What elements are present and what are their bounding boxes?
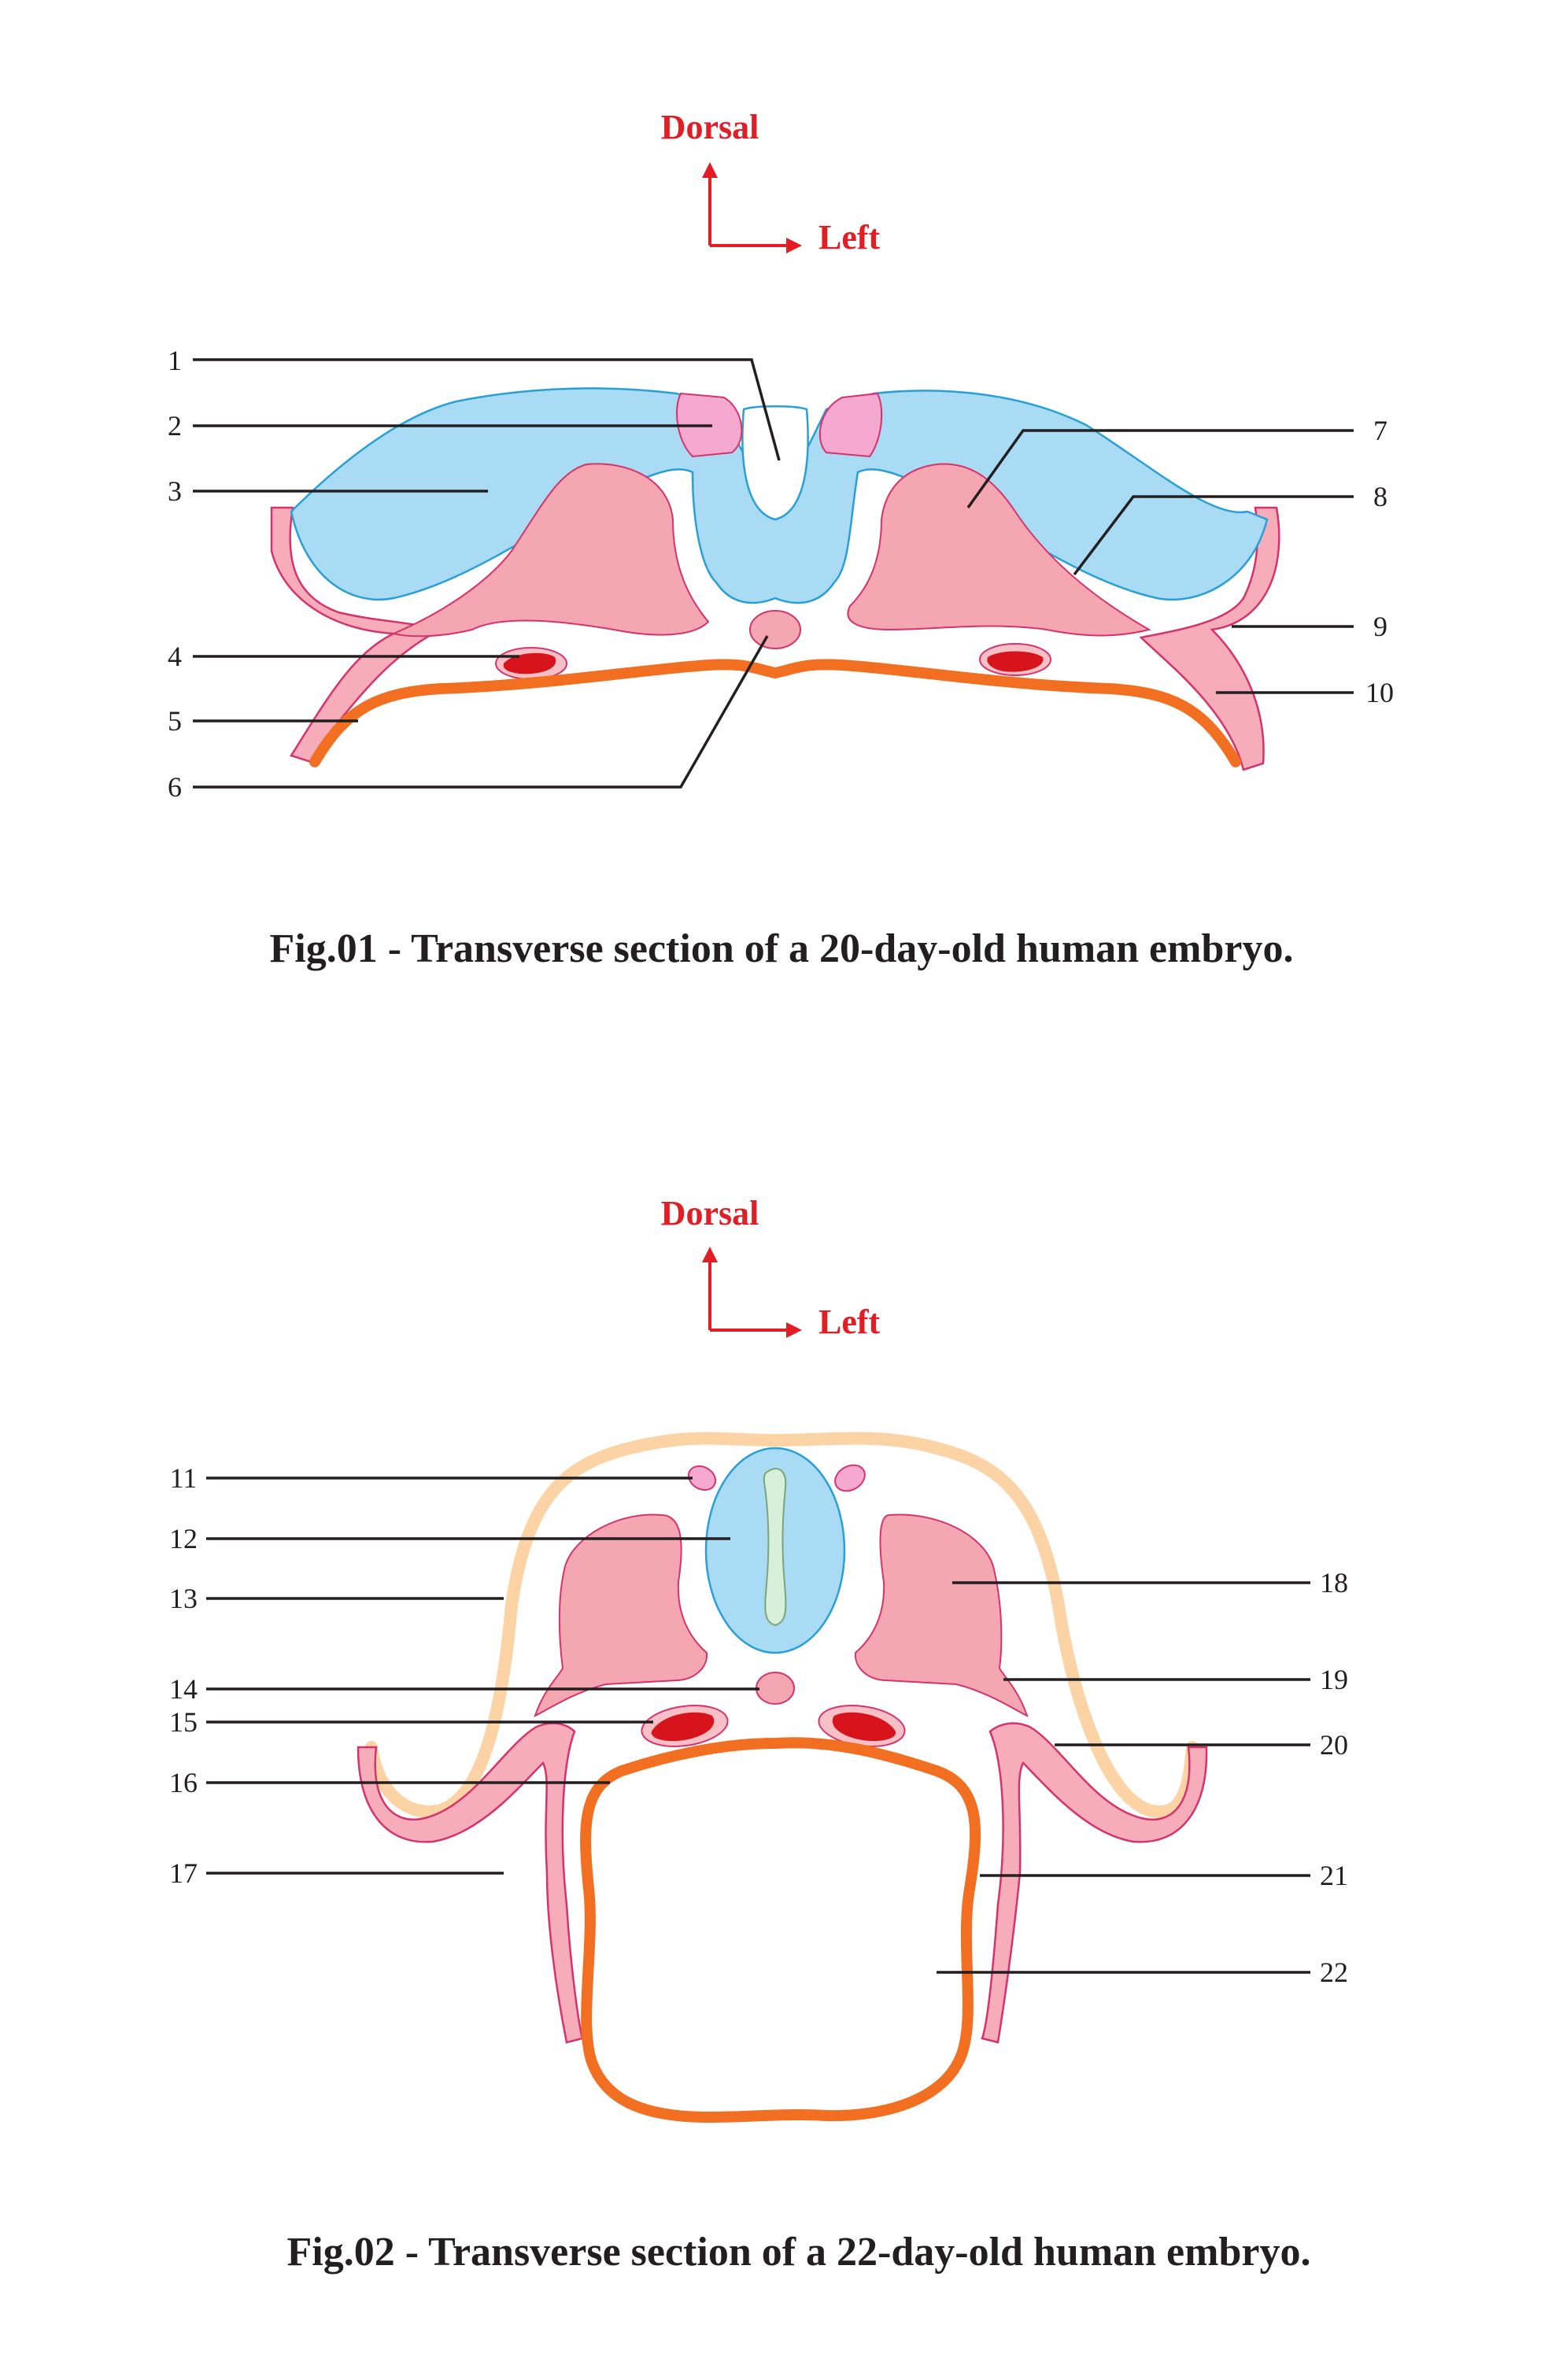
- figure-2: Dorsal Left: [169, 1194, 1348, 2275]
- label-15: 15: [169, 1706, 198, 1738]
- paraxial-mesoderm-left: [390, 463, 710, 638]
- label-20: 20: [1320, 1729, 1348, 1761]
- endoderm-fig2: [580, 1737, 981, 2123]
- dorsal-label: Dorsal: [661, 108, 759, 146]
- label-17: 17: [169, 1857, 198, 1889]
- label-16: 16: [169, 1767, 198, 1798]
- neural-crest-right: [818, 392, 883, 458]
- neural-canal: [763, 1468, 787, 1627]
- left-label: Left: [818, 218, 881, 257]
- caption-fig2: Fig.02 - Transverse section of a 22-day-…: [287, 2230, 1311, 2275]
- label-11: 11: [170, 1462, 198, 1494]
- label-9: 9: [1373, 611, 1387, 642]
- label-13: 13: [169, 1583, 198, 1614]
- dorsal-label: Dorsal: [661, 1194, 759, 1232]
- somite-left: [534, 1513, 708, 1717]
- label-12: 12: [169, 1523, 198, 1554]
- notochord: [749, 610, 801, 649]
- dorsal-aorta-right: [979, 643, 1051, 676]
- label-5: 5: [168, 705, 182, 737]
- surface-ectoderm-fig2: [365, 1432, 1199, 1818]
- label-18: 18: [1320, 1567, 1348, 1598]
- paraxial-mesoderm-right: [847, 463, 1151, 637]
- label-14: 14: [169, 1673, 198, 1705]
- label-8: 8: [1373, 481, 1387, 512]
- surface-ectoderm-right: [1139, 506, 1280, 771]
- label-3: 3: [168, 475, 182, 507]
- left-label: Left: [818, 1303, 881, 1341]
- label-4: 4: [168, 641, 182, 672]
- dorsal-aorta-right-fig2: [818, 1705, 906, 1747]
- lateral-plate-mesoderm-left: [357, 1722, 584, 2044]
- neural-groove: [741, 405, 809, 521]
- label-6: 6: [168, 771, 182, 803]
- label-19: 19: [1320, 1664, 1348, 1695]
- endoderm-fig1: [309, 659, 1241, 767]
- label-2: 2: [168, 410, 182, 442]
- label-10: 10: [1365, 677, 1394, 708]
- neural-crest-left-fig2: [687, 1465, 717, 1491]
- leader-lines-fig2: [206, 1476, 1310, 1974]
- number-labels-fig2: 11 12 13 14 15 16 17 18 19 20 21 22: [169, 1462, 1348, 1988]
- caption-fig1: Fig.01 - Transverse section of a 20-day-…: [270, 926, 1294, 971]
- neural-crest-right-fig2: [834, 1464, 866, 1492]
- label-22: 22: [1320, 1957, 1348, 1988]
- label-7: 7: [1373, 415, 1387, 446]
- lateral-plate-mesoderm-right: [981, 1722, 1208, 2044]
- leader-lines-fig1: [193, 358, 1354, 789]
- orientation-indicator-fig1: Dorsal Left: [661, 108, 881, 257]
- dorsal-aorta-left-fig2: [641, 1705, 729, 1747]
- number-labels-fig1: 1 2 3 4 5 6 7 8 9 10: [168, 345, 1394, 803]
- figure-1: Dorsal Left: [168, 108, 1394, 971]
- notochord-fig2: [756, 1672, 795, 1705]
- orientation-indicator-fig2: Dorsal Left: [661, 1194, 881, 1341]
- label-21: 21: [1320, 1860, 1348, 1891]
- dorsal-aorta-left: [495, 647, 567, 680]
- label-1: 1: [168, 345, 182, 376]
- somite-right: [854, 1513, 1029, 1717]
